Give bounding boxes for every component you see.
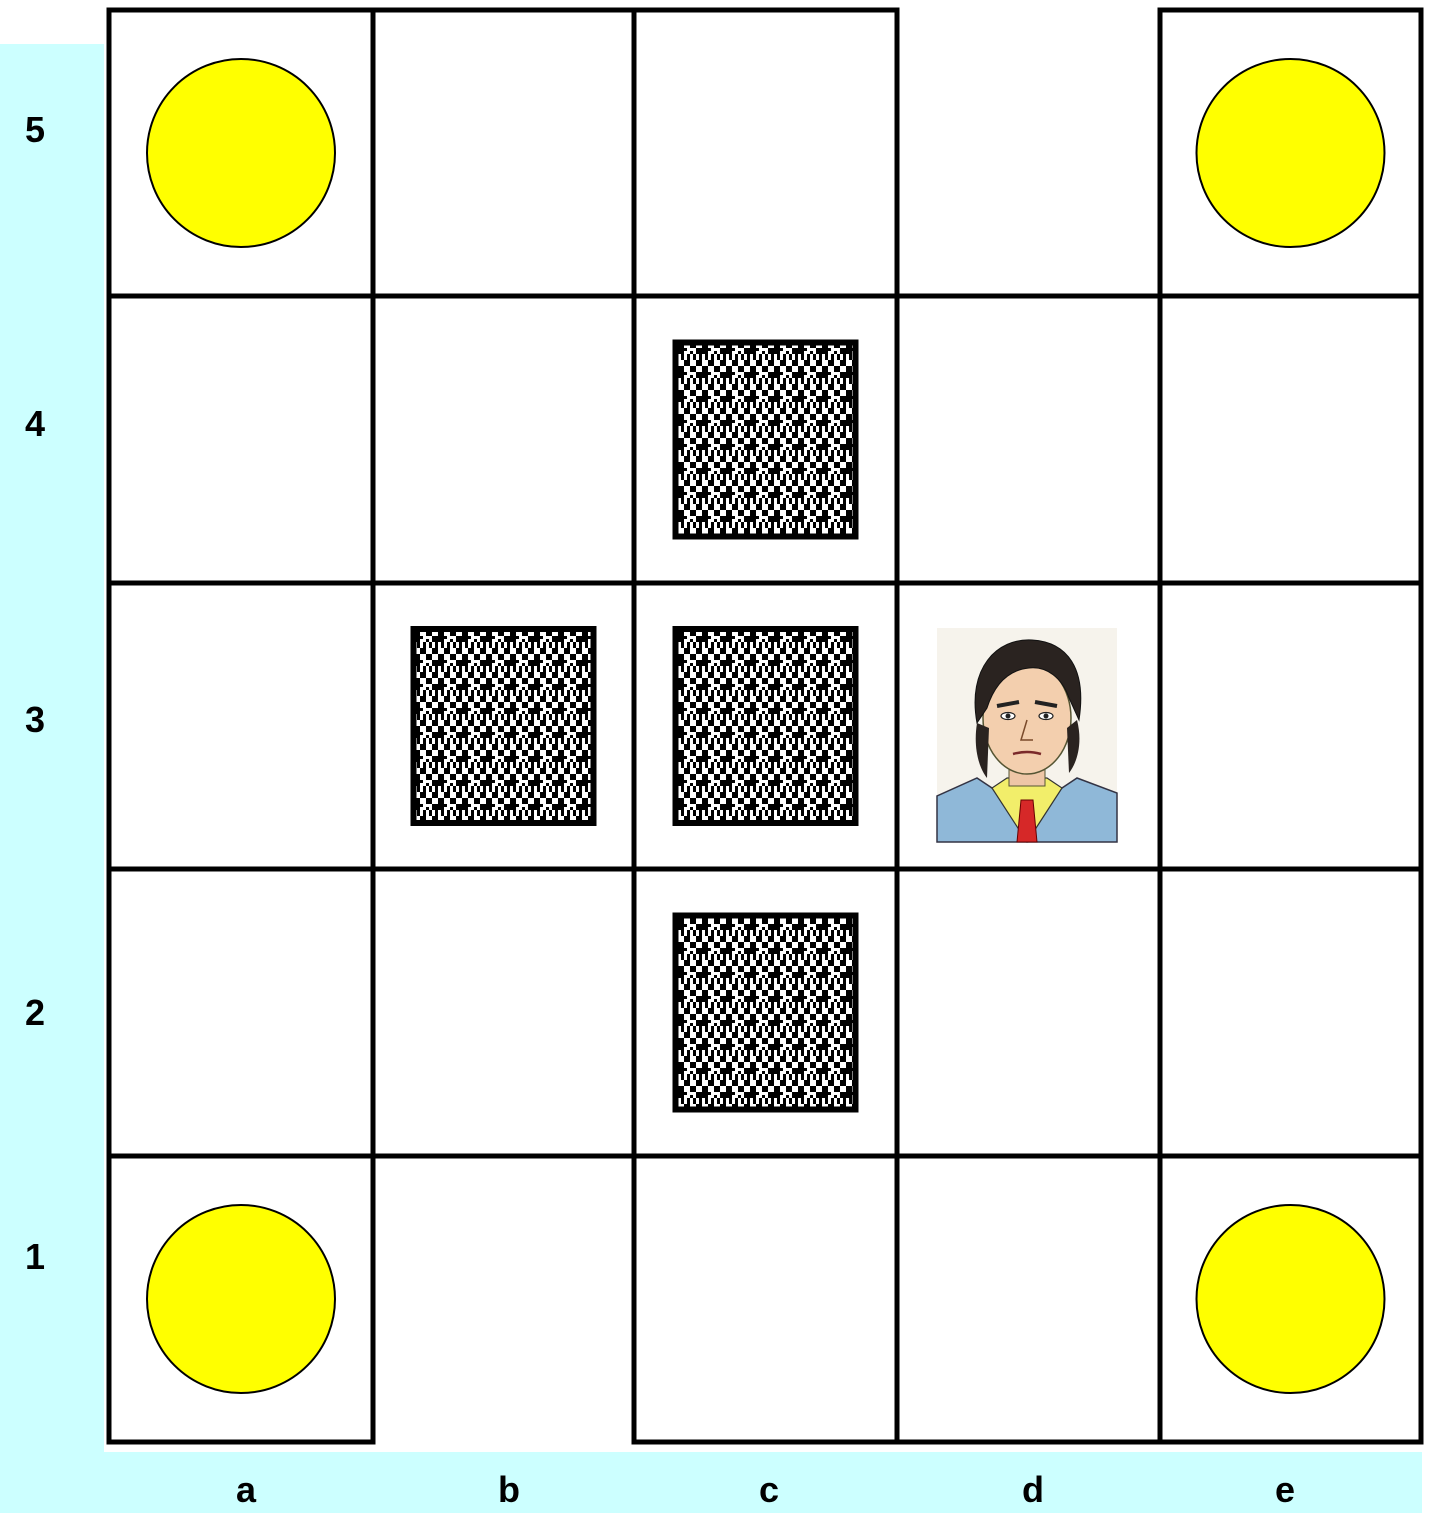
square-b2[interactable] [373, 869, 634, 1156]
square-d2[interactable] [897, 869, 1160, 1156]
square-a3[interactable] [109, 583, 373, 869]
square-d4[interactable] [897, 296, 1160, 583]
yellow-circle-icon[interactable] [1197, 1205, 1385, 1393]
checkered-block-icon [676, 916, 856, 1110]
checkered-block-icon [676, 629, 856, 823]
square-b5[interactable] [373, 10, 634, 296]
square-d5[interactable] [897, 10, 1160, 296]
square-e2[interactable] [1160, 869, 1421, 1156]
checkered-block-icon [414, 629, 594, 823]
square-e3[interactable] [1160, 583, 1421, 869]
yellow-circle-icon[interactable] [147, 59, 335, 247]
square-e4[interactable] [1160, 296, 1421, 583]
square-b4[interactable] [373, 296, 634, 583]
yellow-circle-icon[interactable] [1197, 59, 1385, 247]
square-c5[interactable] [634, 10, 897, 296]
square-a4[interactable] [109, 296, 373, 583]
square-c1[interactable] [634, 1156, 897, 1442]
square-b1[interactable] [373, 1156, 634, 1442]
yellow-circle-icon[interactable] [147, 1205, 335, 1393]
man-portrait-icon[interactable] [937, 628, 1117, 842]
square-a2[interactable] [109, 869, 373, 1156]
square-d1[interactable] [897, 1156, 1160, 1442]
checkered-block-icon [676, 343, 856, 537]
